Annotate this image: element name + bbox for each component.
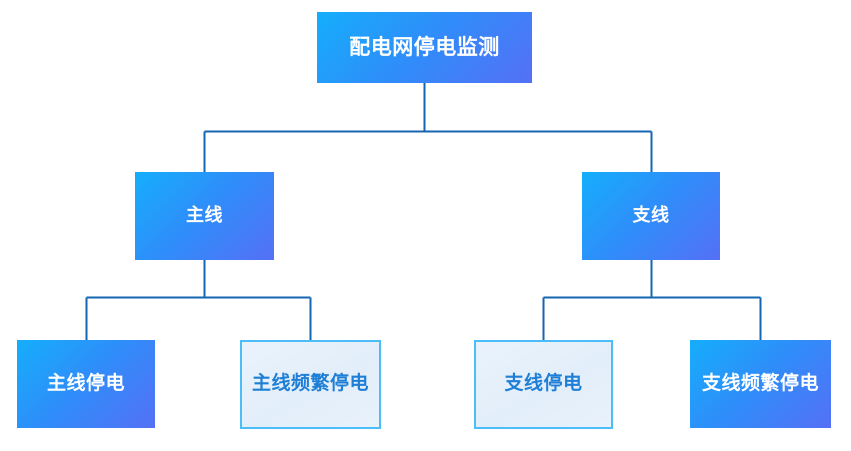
node-root-label: 配电网停电监测: [349, 35, 500, 59]
node-branchline-label: 支线: [632, 205, 670, 226]
node-mainline[interactable]: 主线: [135, 172, 274, 260]
node-branchline[interactable]: 支线: [582, 172, 720, 260]
node-branchline-outage[interactable]: 支线停电: [474, 340, 613, 429]
node-branchline-outage-label: 支线停电: [504, 373, 583, 395]
node-branchline-frequent-outage[interactable]: 支线频繁停电: [690, 340, 831, 428]
node-mainline-frequent-outage[interactable]: 主线频繁停电: [240, 340, 381, 429]
node-mainline-outage[interactable]: 主线停电: [17, 340, 155, 428]
node-mainline-outage-label: 主线停电: [46, 372, 125, 394]
node-mainline-frequent-outage-label: 主线频繁停电: [251, 373, 369, 395]
node-branchline-frequent-outage-label: 支线频繁停电: [701, 372, 819, 394]
node-root-distribution-network-outage-monitoring[interactable]: 配电网停电监测: [317, 12, 532, 83]
node-mainline-label: 主线: [186, 205, 223, 226]
